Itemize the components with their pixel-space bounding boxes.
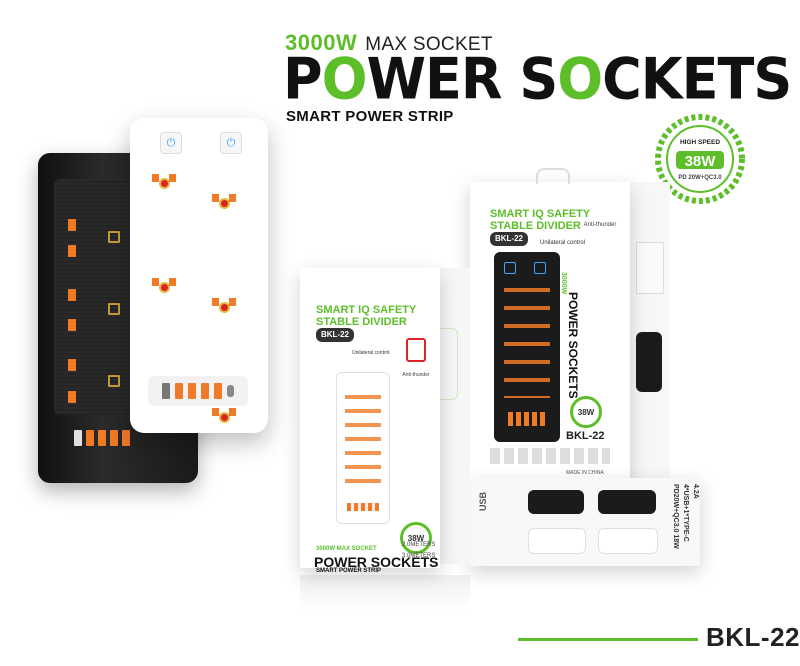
big-box-icon-row [490, 448, 610, 464]
power-button-icon [504, 262, 516, 274]
title-part-1: P [283, 46, 323, 113]
side-product-image [636, 242, 664, 294]
high-speed-badge: HIGH SPEED 38W PD 20W+QC3.0 [655, 114, 745, 204]
power-button-icon: ⏻ [220, 132, 242, 154]
big-box-model-tag: BKL-22 [490, 232, 529, 246]
socket-rows [504, 288, 550, 398]
small-box-title-line2: STABLE DIVIDER [316, 316, 407, 328]
small-box-unilateral: Unilateral control [352, 350, 390, 356]
power-button-icon [534, 262, 546, 274]
socket-pin [68, 219, 76, 231]
big-box-anti-thunder: Anti-thunder [583, 222, 617, 228]
usb-port [214, 383, 222, 399]
usb-port [162, 383, 170, 399]
white-power-strip: ⏻ ⏻ [130, 118, 268, 433]
big-box-title-line2: STABLE DIVIDER [490, 220, 581, 232]
socket-pin [68, 245, 76, 257]
universal-socket [212, 194, 236, 214]
white-usb-panel [148, 376, 248, 406]
fire-safety-icon [406, 338, 426, 362]
flat-box-usb-label: USB [478, 492, 488, 512]
footer-accent-line [518, 638, 698, 641]
usb-port [98, 430, 106, 446]
wattage-text: 3000W [285, 30, 358, 55]
big-box-front-title: POWER SOCKETS [566, 292, 580, 399]
flat-box-spec-line3: 4.2A [692, 484, 699, 499]
usb-ports [347, 503, 379, 511]
socket-pin [68, 289, 76, 301]
small-box-title: SMART IQ SAFETY STABLE DIVIDER BKL-22 [316, 304, 416, 342]
black-usb-ports [74, 430, 130, 446]
badge-watt-text: 38W [685, 153, 717, 170]
socket-rows [345, 395, 381, 485]
flat-box-spec: PD20W+QC3.0 18W [670, 484, 680, 549]
usb-port [175, 383, 183, 399]
universal-socket [152, 174, 176, 194]
big-box-product-image [494, 252, 560, 442]
small-box-product-image [336, 372, 390, 524]
big-box-title: SMART IQ SAFETY STABLE DIVIDER BKL-22 [490, 208, 590, 246]
big-box-watt-badge: 38W [570, 396, 602, 428]
small-box-footer-sub: SMART POWER STRIP [316, 568, 382, 574]
socket-slot [108, 375, 120, 387]
big-box-front-watt: 3000W [560, 272, 567, 295]
usb-port [201, 383, 209, 399]
big-product-box: SMART IQ SAFETY STABLE DIVIDER BKL-22 An… [470, 168, 630, 488]
small-box-cable1: 2.0METERS [402, 542, 436, 548]
type-c-port [227, 385, 234, 397]
usb-port [188, 383, 196, 399]
universal-socket [212, 408, 236, 428]
usb-port [74, 430, 82, 446]
usb-ports [508, 412, 546, 426]
socket-pin [68, 359, 76, 371]
flat-product-box: USB PD20W+QC3.0 18W 4*USB+1*TYPE-C 4.2A [470, 478, 700, 566]
product-title: POWER SOCKETS [283, 46, 792, 113]
hang-tab [536, 168, 570, 184]
usb-port [110, 430, 118, 446]
small-product-box: SMART IQ SAFETY STABLE DIVIDER BKL-22 An… [300, 268, 440, 570]
socket-slot [108, 231, 120, 243]
flat-box-spec-line1: PD20W+QC3.0 18W [672, 484, 679, 549]
small-box-model-tag: BKL-22 [316, 328, 355, 342]
flat-box-spec-line2: 4*USB+1*TYPE-C [682, 484, 689, 542]
big-box-unilateral: Unilateral control [540, 240, 586, 246]
big-box-model-bottom: BKL-22 [566, 430, 605, 442]
title-part-2: WER S [366, 46, 558, 113]
flat-box-black-strip [528, 490, 584, 514]
big-box-made-in: MADE IN CHINA [566, 470, 604, 476]
small-box-title-line1: SMART IQ SAFETY [316, 304, 417, 316]
product-subtitle: SMART POWER STRIP [286, 108, 454, 125]
usb-port [122, 430, 130, 446]
power-button-icon: ⏻ [160, 132, 182, 154]
universal-socket [152, 278, 176, 298]
header-wattage-line: 3000W MAX SOCKET [285, 30, 493, 56]
usb-port [86, 430, 94, 446]
small-box-footer-title: POWER SOCKETS [314, 554, 439, 570]
big-box-title-line1: SMART IQ SAFETY [490, 208, 591, 220]
small-box-footer-top: 3000W MAX SOCKET [316, 546, 377, 552]
flat-box-black-strip [598, 490, 656, 514]
small-box-cable2: 3.0METERS [402, 553, 436, 559]
title-o-1: O [321, 46, 368, 113]
small-box-anti-thunder: Anti-thunder [402, 372, 430, 378]
socket-pin [68, 391, 76, 403]
badge-top-text: HIGH SPEED [680, 139, 720, 146]
badge-bottom-text: PD 20W+QC3.0 [678, 175, 722, 181]
universal-socket [212, 298, 236, 318]
footer-model-code: BKL-22 [706, 622, 800, 652]
title-part-3: CKETS [602, 46, 792, 113]
flat-box-white-strip [598, 528, 658, 554]
flat-box-white-strip [528, 528, 586, 554]
box-reflection [300, 575, 470, 610]
side-product-image [636, 332, 662, 392]
socket-slot [108, 303, 120, 315]
max-socket-text: MAX SOCKET [365, 34, 493, 55]
socket-pin [68, 319, 76, 331]
title-o-2: O [557, 46, 603, 113]
small-box-watt-badge: 38W [400, 522, 432, 554]
